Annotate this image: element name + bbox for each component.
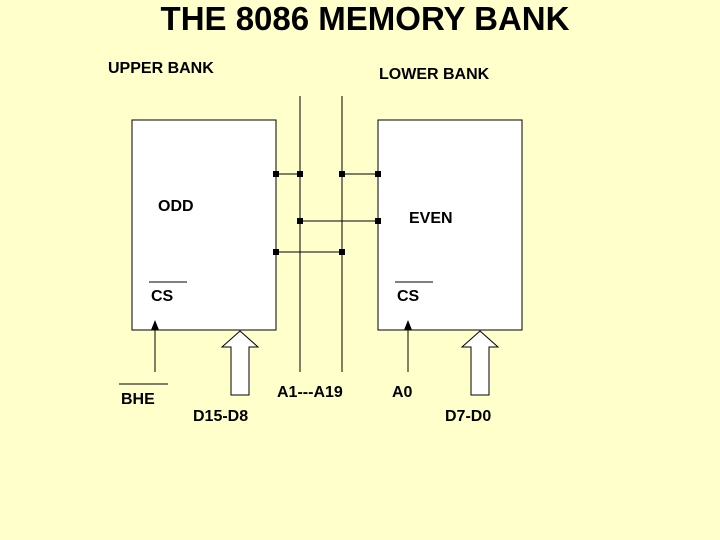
lower-bank-block xyxy=(377,119,523,331)
address-bus-connections xyxy=(273,171,381,255)
lower-data-bus-arrow xyxy=(460,330,500,396)
upper-bank-block xyxy=(131,119,277,331)
a0-arrow xyxy=(404,320,412,372)
upper-data-bus-label: D15-D8 xyxy=(193,408,249,425)
bhe-arrow xyxy=(151,320,159,372)
address-bus-label: A1---A19 xyxy=(277,384,343,401)
even-block-label: EVEN xyxy=(409,210,453,227)
lower-bank-label: LOWER BANK xyxy=(379,66,490,83)
page-title: THE 8086 MEMORY BANK xyxy=(160,0,570,37)
odd-block-label: ODD xyxy=(158,198,194,215)
a0-label: A0 xyxy=(392,384,413,401)
upper-bank-label: UPPER BANK xyxy=(108,60,214,77)
cs-upper-label: CS xyxy=(151,288,174,305)
lower-data-bus-label: D7-D0 xyxy=(445,408,492,425)
cs-lower-label: CS xyxy=(397,288,420,305)
bhe-label: BHE xyxy=(121,391,155,408)
upper-data-bus-arrow xyxy=(220,330,260,396)
